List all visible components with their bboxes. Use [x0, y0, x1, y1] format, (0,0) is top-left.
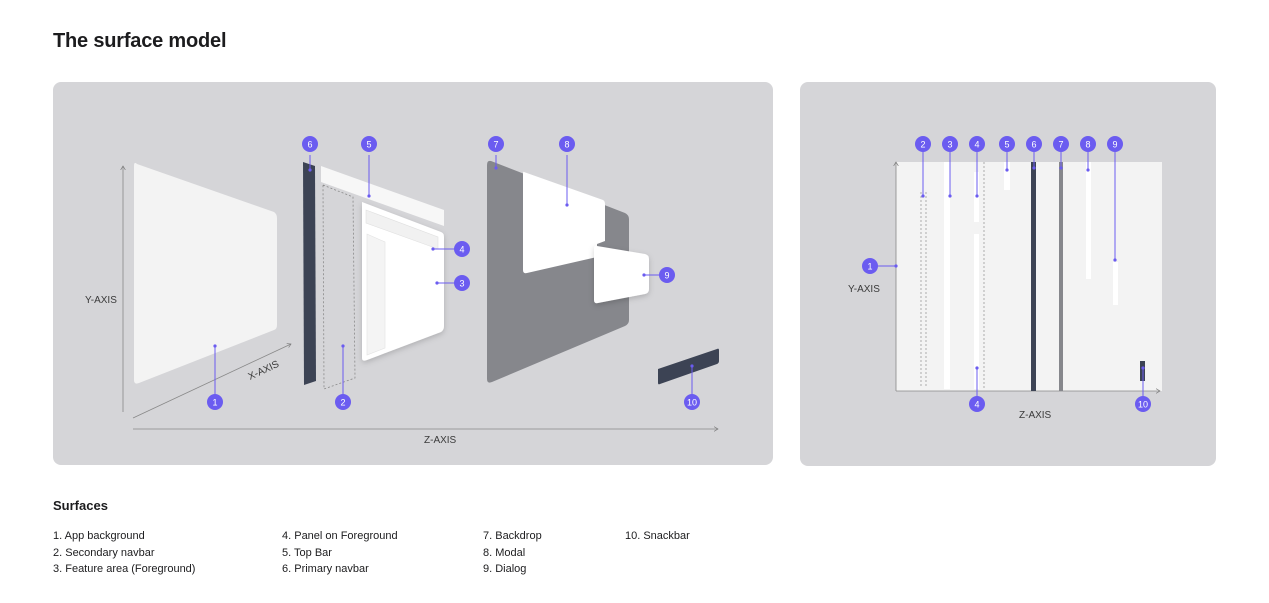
svg-text:4: 4	[974, 139, 979, 149]
side-feature-area	[944, 162, 950, 389]
svg-text:9: 9	[664, 270, 669, 280]
badge-9: 9	[659, 267, 675, 283]
svg-text:2: 2	[920, 139, 925, 149]
svg-text:8: 8	[1085, 139, 1090, 149]
svg-text:4: 4	[459, 244, 464, 254]
connector-dots	[213, 166, 694, 368]
panel-on-foreground-side	[366, 233, 386, 356]
legend-item: 6. Primary navbar	[282, 563, 369, 575]
legend-item: 5. Top Bar	[282, 546, 332, 559]
svg-text:7: 7	[493, 139, 498, 149]
legend-column-3: 7. Backdrop 8. Modal 9. Dialog	[483, 528, 542, 578]
dialog-surface	[594, 245, 649, 304]
legend-item: 1. App background	[53, 530, 145, 542]
side-connector-lines	[877, 152, 1144, 397]
side-z-axis-label: Z-AXIS	[1019, 410, 1052, 421]
legend-item: 8. Modal	[483, 546, 526, 559]
badge-5: 5	[361, 136, 377, 152]
legend-item: 3. Feature area (Foreground)	[53, 563, 196, 575]
primary-navbar-surface	[303, 162, 316, 385]
svg-text:9: 9	[1112, 139, 1117, 149]
svg-text:7: 7	[1058, 139, 1063, 149]
svg-text:8: 8	[564, 139, 569, 149]
svg-text:4: 4	[974, 399, 979, 409]
legend-column-1: 1. App background 2. Secondary navbar 3.…	[53, 528, 195, 578]
side-view-diagram: Y-AXIS Z-AXIS	[848, 136, 1162, 421]
side-view-panel: Y-AXIS Z-AXIS	[800, 82, 1216, 466]
svg-text:1: 1	[212, 397, 217, 407]
badge-2: 2	[335, 394, 351, 410]
secondary-navbar-surface	[322, 184, 356, 390]
side-top-bar	[1004, 162, 1010, 190]
svg-text:3: 3	[947, 139, 952, 149]
legend-item: 10. Snackbar	[625, 530, 690, 542]
svg-text:6: 6	[307, 139, 312, 149]
modal-surface	[523, 171, 605, 274]
svg-text:2: 2	[340, 397, 345, 407]
badge-4: 4	[454, 241, 470, 257]
legend-item: 9. Dialog	[483, 563, 527, 575]
side-badge-9: 9	[1107, 136, 1123, 152]
svg-text:5: 5	[1004, 139, 1009, 149]
legend-item: 2. Secondary navbar	[53, 546, 155, 559]
side-dialog	[1113, 262, 1118, 305]
side-panel-lower	[974, 234, 979, 389]
svg-text:1: 1	[867, 261, 872, 271]
svg-text:5: 5	[366, 139, 371, 149]
z-axis-label: Z-AXIS	[424, 435, 457, 446]
side-badge-4-top: 4	[969, 136, 985, 152]
y-axis-label: Y-AXIS	[85, 295, 117, 306]
exploded-view-panel: Y-AXIS X-AXIS Z-AXIS	[53, 82, 773, 465]
side-backdrop	[1059, 162, 1063, 391]
badge-10: 10	[684, 394, 700, 410]
side-y-axis-label: Y-AXIS	[848, 284, 880, 295]
side-modal	[1086, 162, 1091, 279]
app-background-surface	[134, 162, 277, 384]
svg-text:10: 10	[687, 397, 697, 407]
side-badge-4-bottom: 4	[969, 396, 985, 412]
badge-1: 1	[207, 394, 223, 410]
side-badge-8: 8	[1080, 136, 1096, 152]
top-bar-surface	[321, 166, 444, 226]
connector-lines	[214, 155, 693, 395]
exploded-view-diagram: Y-AXIS X-AXIS Z-AXIS	[85, 136, 719, 446]
svg-text:10: 10	[1138, 399, 1148, 409]
side-badge-3: 3	[942, 136, 958, 152]
legend-item: 7. Backdrop	[483, 530, 542, 542]
x-axis-line	[132, 344, 291, 419]
side-badge-7: 7	[1053, 136, 1069, 152]
badge-6: 6	[302, 136, 318, 152]
badge-7: 7	[488, 136, 504, 152]
badge-8: 8	[559, 136, 575, 152]
page-title: The surface model	[53, 30, 227, 52]
legend-heading: Surfaces	[53, 498, 108, 513]
legend-item: 4. Panel on Foreground	[282, 530, 398, 542]
side-connector-dots	[894, 166, 1145, 370]
badge-3: 3	[454, 275, 470, 291]
side-badge-10: 10	[1135, 396, 1151, 412]
side-badge-2: 2	[915, 136, 931, 152]
legend-column-2: 4. Panel on Foreground 5. Top Bar 6. Pri…	[282, 528, 398, 578]
legend-column-4: 10. Snackbar	[625, 528, 690, 545]
snackbar-surface	[658, 348, 719, 385]
svg-text:3: 3	[459, 278, 464, 288]
side-badge-1: 1	[862, 258, 878, 274]
side-badge-5: 5	[999, 136, 1015, 152]
svg-text:6: 6	[1031, 139, 1036, 149]
side-primary-navbar	[1031, 162, 1036, 391]
side-badge-6: 6	[1026, 136, 1042, 152]
side-app-background	[896, 162, 1162, 391]
